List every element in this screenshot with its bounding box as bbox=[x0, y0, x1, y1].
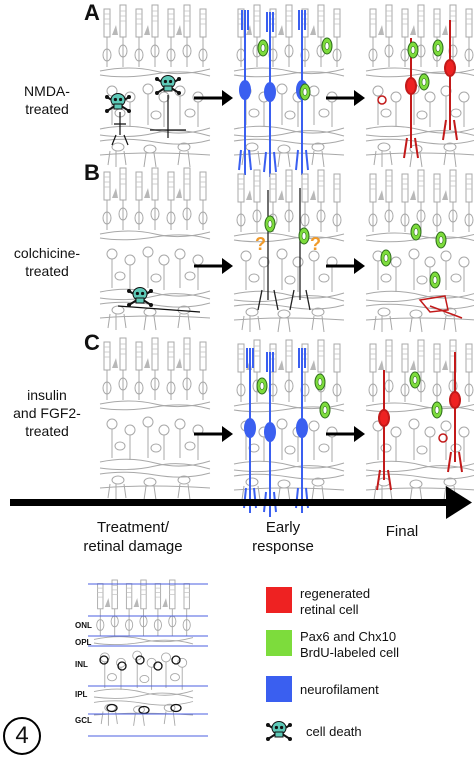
timeline-stage-final: Final bbox=[385, 523, 419, 540]
layer-label-onl: ONL bbox=[75, 621, 92, 630]
legend-skull-icon bbox=[265, 720, 293, 742]
figure-number: 4 bbox=[15, 722, 29, 749]
layer-label-inl: INL bbox=[75, 660, 88, 669]
panel-letter-c: C bbox=[84, 330, 100, 355]
legend-swatch-regenerated bbox=[266, 587, 292, 613]
row-label-colchicine: colchicine- treated bbox=[13, 245, 81, 279]
panel-letter-b: B bbox=[84, 160, 100, 185]
timeline-stage-early-response: Early response bbox=[252, 519, 314, 555]
legend-swatch-neurofilament bbox=[266, 676, 292, 702]
layer-label-opl: OPL bbox=[75, 638, 92, 647]
legend-label-labeled: Pax6 and Chx10 BrdU-labeled cell bbox=[300, 629, 399, 660]
row-label-nmda: NMDA- treated bbox=[24, 83, 70, 117]
svg-text:?: ? bbox=[255, 234, 266, 254]
legend-label-neurofilament: neurofilament bbox=[300, 682, 379, 697]
panel-letter-a: A bbox=[84, 0, 100, 25]
svg-text:?: ? bbox=[310, 234, 321, 254]
legend-label-cell-death: cell death bbox=[306, 724, 362, 739]
layer-label-gcl: GCL bbox=[75, 716, 92, 725]
layer-label-ipl: IPL bbox=[75, 690, 88, 699]
legend-swatch-labeled bbox=[266, 630, 292, 656]
legend-label-regenerated: regenerated retinal cell bbox=[300, 586, 371, 617]
figure-number-circle bbox=[3, 717, 41, 755]
row-label-insulin-fgf2: insulin and FGF2- treated bbox=[13, 387, 81, 439]
timeline-stage-treatment: Treatment/ retinal damage bbox=[83, 519, 183, 555]
